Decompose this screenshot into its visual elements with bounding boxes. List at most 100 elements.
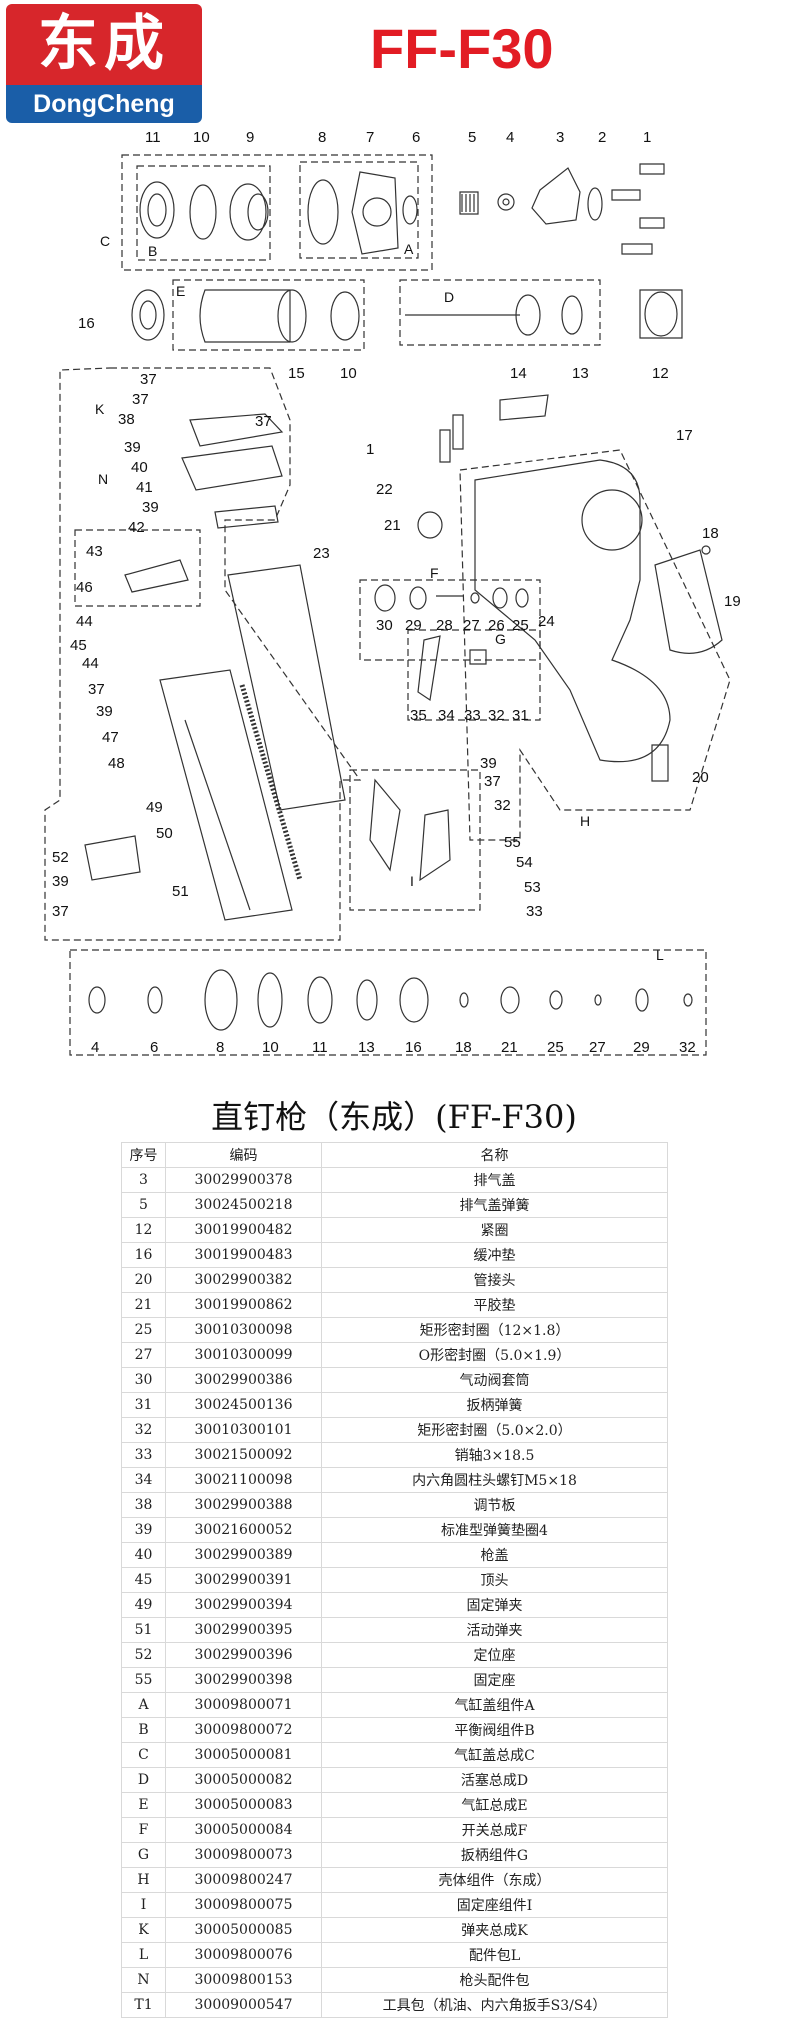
callout-l-29: 29 <box>633 1039 650 1056</box>
callout-39b: 39 <box>142 499 159 516</box>
part-5-spring <box>459 191 479 215</box>
cell-no: 52 <box>121 1642 166 1668</box>
callout-37f: 37 <box>484 773 501 790</box>
part-15-cylinder <box>199 289 291 343</box>
cell-name: 平衡阀组件B <box>321 1717 668 1743</box>
group-label-e: E <box>176 283 185 299</box>
callout-l-6: 6 <box>150 1039 158 1056</box>
part-16-buffer <box>131 289 165 341</box>
cell-code: 30010300099 <box>165 1342 322 1368</box>
part-4-washer <box>497 193 515 211</box>
cell-no: 5 <box>121 1192 166 1218</box>
part-1-screws <box>611 163 665 255</box>
group-box-e <box>172 279 365 351</box>
cell-no: 55 <box>121 1667 166 1693</box>
cell-code: 30029900398 <box>165 1667 322 1693</box>
cell-no: 27 <box>121 1342 166 1368</box>
cell-no: A <box>121 1692 166 1718</box>
cell-no: 12 <box>121 1217 166 1243</box>
cell-name: 气缸盖总成C <box>321 1742 668 1768</box>
callout-38: 38 <box>118 411 135 428</box>
cell-no: 49 <box>121 1592 166 1618</box>
part-l-32 <box>683 993 693 1007</box>
callout-l-8: 8 <box>216 1039 224 1056</box>
callout-40: 40 <box>131 459 148 476</box>
cell-no: 32 <box>121 1417 166 1443</box>
logo-chinese-text: 东成 <box>6 4 202 85</box>
cell-name: 固定弹夹 <box>321 1592 668 1618</box>
part-14-piston-head <box>515 294 541 336</box>
callout-44b: 44 <box>82 655 99 672</box>
callout-26: 26 <box>488 617 505 634</box>
callout-l-21: 21 <box>501 1039 518 1056</box>
callout-31: 31 <box>512 707 529 724</box>
part-38-adjust-plate <box>189 413 284 447</box>
callout-10b: 10 <box>340 365 357 382</box>
part-l-13 <box>356 979 378 1021</box>
cell-code: 30009800076 <box>165 1942 322 1968</box>
callout-9: 9 <box>246 129 254 146</box>
group-box-i <box>349 769 481 911</box>
part-25-seal <box>515 588 529 608</box>
cell-name: 顶头 <box>321 1567 668 1593</box>
cell-no: 40 <box>121 1542 166 1568</box>
part-2-ring <box>587 187 603 221</box>
part-11-seal <box>139 181 175 239</box>
cell-code: 30019900482 <box>165 1217 322 1243</box>
part-l-4 <box>88 986 106 1014</box>
cell-name: 开关总成F <box>321 1817 668 1843</box>
cell-no: 51 <box>121 1617 166 1643</box>
cell-name: 标准型弹簧垫圈4 <box>321 1517 668 1543</box>
cell-code: 30019900483 <box>165 1242 322 1268</box>
cell-no: K <box>121 1917 166 1943</box>
callout-41: 41 <box>136 479 153 496</box>
callout-17: 17 <box>676 427 693 444</box>
callout-l-16: 16 <box>405 1039 422 1056</box>
callout-37c: 37 <box>255 413 272 430</box>
cell-code: 30005000083 <box>165 1792 322 1818</box>
callout-16: 16 <box>78 315 95 332</box>
header-code: 编码 <box>165 1142 322 1168</box>
table-header-row: 序号 编码 名称 <box>121 1142 668 1168</box>
callout-10: 10 <box>193 129 210 146</box>
callout-32: 32 <box>488 707 505 724</box>
cell-name: 弹夹总成K <box>321 1917 668 1943</box>
callout-39e: 39 <box>480 755 497 772</box>
cell-code: 30029900395 <box>165 1617 322 1643</box>
cell-name: 壳体组件（东成） <box>321 1867 668 1893</box>
cell-code: 30029900386 <box>165 1367 322 1393</box>
part-29-ring <box>409 586 427 610</box>
group-box-n <box>74 529 201 607</box>
callout-32b: 32 <box>494 797 511 814</box>
callout-53: 53 <box>524 879 541 896</box>
cell-no: E <box>121 1792 166 1818</box>
cell-code: 30029900389 <box>165 1542 322 1568</box>
cell-no: L <box>121 1942 166 1968</box>
group-label-f: F <box>430 565 439 581</box>
callout-37e: 37 <box>52 903 69 920</box>
cell-name: O形密封圈（5.0×1.9） <box>321 1342 668 1368</box>
callout-37a: 37 <box>140 371 157 388</box>
cell-code: 30024500136 <box>165 1392 322 1418</box>
cell-no: 3 <box>121 1167 166 1193</box>
part-l-8 <box>204 969 238 1031</box>
callout-5: 5 <box>468 129 476 146</box>
callout-39c: 39 <box>96 703 113 720</box>
part-18-small-ring <box>701 545 711 555</box>
group-box-c <box>121 154 433 271</box>
group-label-g: G <box>495 631 506 647</box>
cell-name: 矩形密封圈（5.0×2.0） <box>321 1417 668 1443</box>
part-35-trigger <box>417 635 441 702</box>
cell-name: 内六角圆柱头螺钉M5×18 <box>321 1467 668 1493</box>
part-31-spring <box>469 649 487 665</box>
